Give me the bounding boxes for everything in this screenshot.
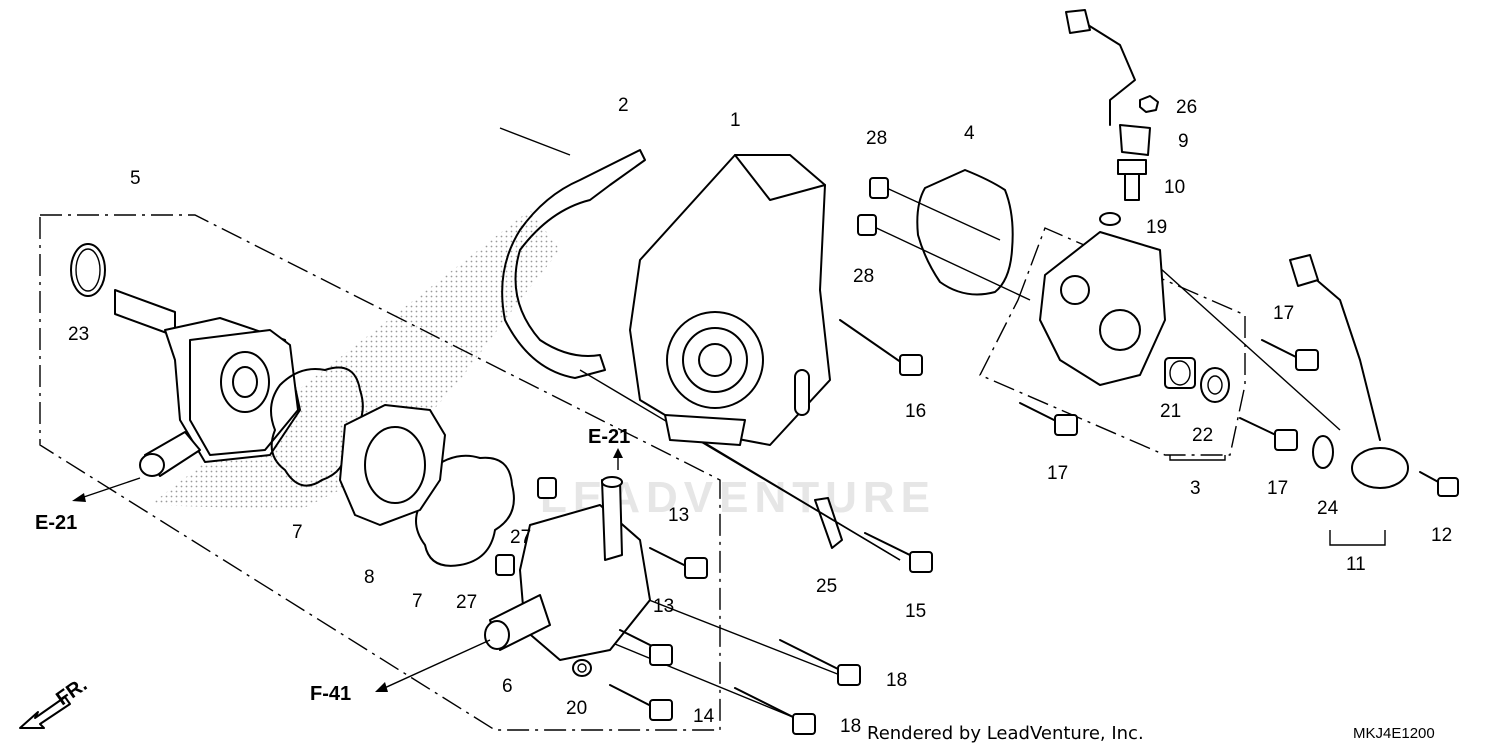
callout-3[interactable]: 3 (1190, 478, 1201, 499)
callout-labels: 1 2 3 4 5 6 7 7 8 9 10 11 12 13 13 14 15… (68, 95, 1452, 737)
callout-13a[interactable]: 13 (668, 505, 689, 526)
callout-1[interactable]: 1 (730, 110, 741, 131)
housing-3[interactable] (1039, 231, 1166, 386)
gasket-4[interactable] (916, 169, 1014, 296)
callout-5[interactable]: 5 (130, 168, 141, 189)
callout-7a[interactable]: 7 (292, 522, 303, 543)
front-arrow-icon (19, 696, 71, 729)
callout-24[interactable]: 24 (1317, 498, 1339, 519)
bolt-17c[interactable] (1239, 417, 1298, 451)
nut-26[interactable] (1139, 95, 1159, 113)
callout-28b[interactable]: 28 (853, 266, 874, 287)
cover-1[interactable] (629, 154, 831, 446)
callout-6[interactable]: 6 (502, 676, 513, 697)
bolt-17b[interactable] (1019, 402, 1078, 436)
washer-19[interactable] (1099, 212, 1121, 226)
callout-22[interactable]: 22 (1192, 425, 1213, 446)
callout-12[interactable]: 12 (1431, 525, 1452, 546)
dowel-27b[interactable] (495, 554, 515, 576)
bolt-13b[interactable] (619, 629, 673, 666)
clamp-25[interactable] (814, 497, 843, 549)
callout-15[interactable]: 15 (905, 601, 926, 622)
reference-arrows (72, 448, 623, 692)
callout-26[interactable]: 26 (1176, 97, 1197, 118)
callout-19[interactable]: 19 (1146, 217, 1167, 238)
ref-f41[interactable]: F-41 (310, 683, 351, 705)
callout-25[interactable]: 25 (816, 576, 837, 597)
callout-14[interactable]: 14 (693, 706, 715, 727)
gasket-2[interactable] (501, 149, 646, 379)
pump-cover-6[interactable] (484, 476, 651, 661)
callout-4[interactable]: 4 (964, 123, 975, 144)
bolt-18a[interactable] (779, 639, 861, 686)
water-pump-5[interactable] (114, 289, 301, 477)
callout-17a[interactable]: 17 (1273, 303, 1294, 324)
washer-20[interactable] (572, 659, 592, 677)
dowel-28b[interactable] (857, 214, 877, 236)
bearing-21[interactable] (1164, 357, 1196, 389)
bolt-16[interactable] (839, 319, 923, 376)
dowel-27a[interactable] (537, 477, 557, 499)
ref-e21-top[interactable]: E-21 (588, 426, 630, 448)
callout-9[interactable]: 9 (1178, 131, 1189, 152)
speed-sensor-11[interactable] (1289, 254, 1409, 489)
bolt-17a[interactable] (1261, 339, 1319, 371)
plate-8[interactable] (339, 404, 446, 526)
o-ring-24[interactable] (1312, 435, 1334, 469)
bolt-13a[interactable] (649, 547, 708, 579)
rendered-by-text: Rendered by LeadVenture, Inc. (867, 723, 1144, 744)
bolt-18b[interactable] (734, 687, 816, 735)
callout-2[interactable]: 2 (618, 95, 629, 116)
callout-10[interactable]: 10 (1164, 177, 1185, 198)
callout-17c[interactable]: 17 (1267, 478, 1288, 499)
ref-e21-left[interactable]: E-21 (35, 512, 77, 534)
callout-27b[interactable]: 27 (456, 592, 477, 613)
callout-8[interactable]: 8 (364, 567, 375, 588)
callout-17b[interactable]: 17 (1047, 463, 1068, 484)
connector-9[interactable] (1065, 9, 1151, 156)
diagram-code: MKJ4E1200 (1353, 725, 1435, 742)
bolt-15[interactable] (864, 532, 933, 573)
dowel-28a[interactable] (869, 177, 889, 199)
callout-16[interactable]: 16 (905, 401, 926, 422)
seal-22[interactable] (1200, 367, 1230, 403)
callout-13b[interactable]: 13 (653, 596, 674, 617)
callout-11[interactable]: 11 (1346, 554, 1366, 575)
callout-21[interactable]: 21 (1160, 401, 1181, 422)
bolt-14[interactable] (609, 684, 673, 721)
bolt-12[interactable] (1419, 471, 1459, 497)
callout-18a[interactable]: 18 (886, 670, 907, 691)
callout-7b[interactable]: 7 (412, 591, 423, 612)
callout-20[interactable]: 20 (566, 698, 587, 719)
callout-28a[interactable]: 28 (866, 128, 887, 149)
callout-18b[interactable]: 18 (840, 716, 861, 737)
bolts (609, 319, 1459, 735)
callout-27a[interactable]: 27 (510, 527, 531, 548)
callout-23[interactable]: 23 (68, 324, 89, 345)
temp-sensor-10[interactable] (1117, 159, 1147, 201)
o-ring-23[interactable] (70, 243, 106, 297)
